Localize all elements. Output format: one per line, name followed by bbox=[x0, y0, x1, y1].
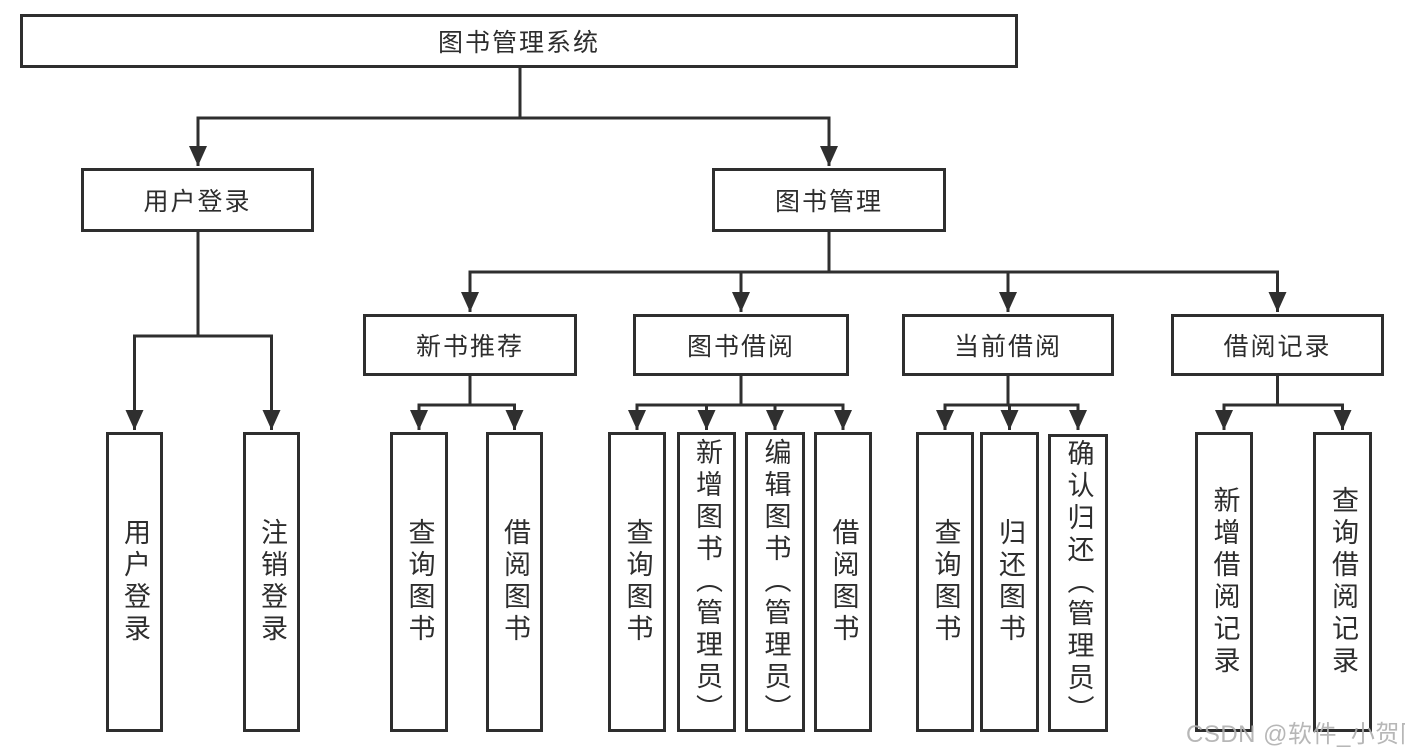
leaf-query-books-current: 查询图书 bbox=[916, 432, 974, 732]
node-borrowing-records: 借阅记录 bbox=[1171, 314, 1384, 376]
leaf-query-books-borrow-label: 查询图书 bbox=[622, 518, 653, 646]
leaf-add-books-admin-label: 新增图书（管理员） bbox=[692, 438, 722, 726]
leaf-return-books: 归还图书 bbox=[980, 432, 1039, 732]
node-borrowing-records-label: 借阅记录 bbox=[1223, 333, 1332, 361]
leaf-query-books-recommend: 查询图书 bbox=[390, 432, 448, 732]
node-root-label: 图书管理系统 bbox=[437, 29, 600, 57]
leaf-query-books-current-label: 查询图书 bbox=[930, 518, 961, 646]
node-book-borrowing: 图书借阅 bbox=[633, 314, 849, 376]
node-current-borrowing: 当前借阅 bbox=[902, 314, 1114, 376]
node-book-borrowing-label: 图书借阅 bbox=[686, 333, 795, 361]
node-current-borrowing-label: 当前借阅 bbox=[953, 333, 1062, 361]
node-book-management: 图书管理 bbox=[712, 168, 946, 232]
leaf-logout-label: 注销登录 bbox=[257, 518, 287, 646]
leaf-borrow-books-recommend: 借阅图书 bbox=[486, 432, 543, 732]
node-new-book-recommend: 新书推荐 bbox=[363, 314, 577, 376]
node-user-login: 用户登录 bbox=[81, 168, 314, 232]
csdn-watermark: CSDN @软件_小贺同学 bbox=[1186, 721, 1405, 747]
leaf-confirm-return-admin: 确认归还（管理员） bbox=[1048, 434, 1108, 732]
leaf-confirm-return-admin-label: 确认归还（管理员） bbox=[1063, 439, 1094, 727]
leaf-add-borrow-record-label: 新增借阅记录 bbox=[1209, 486, 1240, 678]
leaf-borrow-books: 借阅图书 bbox=[814, 432, 872, 732]
leaf-user-login: 用户登录 bbox=[106, 432, 163, 732]
leaf-return-books-label: 归还图书 bbox=[995, 518, 1025, 646]
node-root: 图书管理系统 bbox=[20, 14, 1018, 68]
node-book-management-label: 图书管理 bbox=[774, 188, 883, 216]
leaf-query-borrow-record: 查询借阅记录 bbox=[1313, 432, 1372, 732]
node-user-login-label: 用户登录 bbox=[143, 188, 252, 216]
leaf-query-borrow-record-label: 查询借阅记录 bbox=[1328, 486, 1358, 678]
leaf-add-borrow-record: 新增借阅记录 bbox=[1195, 432, 1253, 732]
leaf-borrow-books-label: 借阅图书 bbox=[828, 518, 859, 646]
leaf-edit-books-admin: 编辑图书（管理员） bbox=[745, 432, 805, 732]
leaf-logout: 注销登录 bbox=[243, 432, 300, 732]
leaf-query-books-borrow: 查询图书 bbox=[608, 432, 666, 732]
leaf-add-books-admin: 新增图书（管理员） bbox=[677, 432, 736, 732]
leaf-query-books-recommend-label: 查询图书 bbox=[404, 518, 435, 646]
leaf-user-login-label: 用户登录 bbox=[120, 518, 150, 646]
leaf-borrow-books-recommend-label: 借阅图书 bbox=[500, 518, 530, 646]
leaf-edit-books-admin-label: 编辑图书（管理员） bbox=[760, 438, 791, 726]
node-new-book-recommend-label: 新书推荐 bbox=[415, 333, 524, 361]
